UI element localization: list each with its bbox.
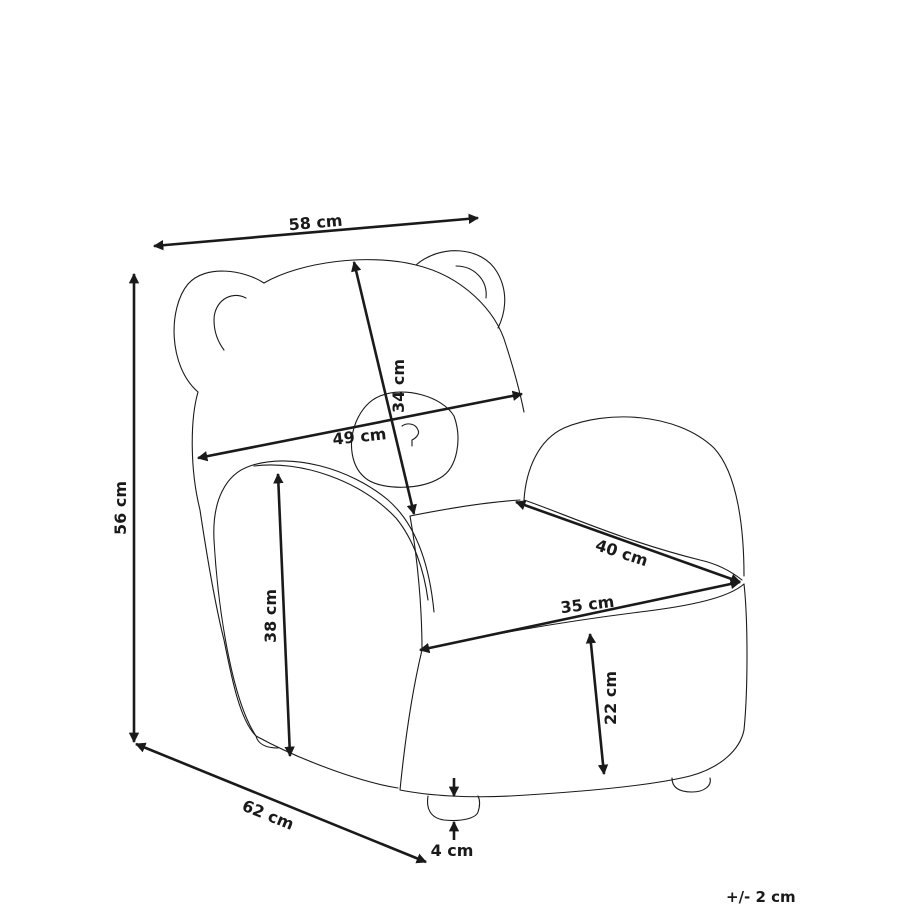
label-backrest-width: 49 cm (332, 424, 388, 449)
leg-front-right (671, 777, 711, 793)
dim-line-backrest-width (196, 390, 524, 462)
label-depth: 62 cm (239, 796, 296, 834)
label-seat-width: 35 cm (559, 592, 615, 617)
seat-back-edge (409, 499, 521, 517)
dimension-labels: 58 cm 56 cm 62 cm 34 cm 49 cm 38 cm 40 c… (111, 211, 650, 860)
front-base (399, 583, 748, 798)
dim-line-seat-depth (515, 500, 741, 584)
right-armrest-seam (523, 499, 743, 581)
tolerance-note: +/- 2 cm (726, 888, 796, 906)
left-armrest-front (255, 735, 399, 789)
label-leg-height: 4 cm (431, 841, 474, 860)
label-total-height: 56 cm (111, 481, 130, 535)
backrest-left-side (191, 391, 257, 737)
left-ear-inner (213, 294, 247, 351)
seat-left-edge (409, 515, 423, 651)
label-top-width: 58 cm (288, 211, 343, 235)
dim-line-backrest-height (351, 260, 417, 516)
leg-front-left (426, 795, 481, 822)
dimension-lines (128, 213, 742, 864)
chair-outline (173, 250, 748, 822)
dim-line-armrest-height (273, 472, 295, 758)
left-armrest (213, 460, 435, 737)
dim-line-seat-height (585, 632, 609, 776)
backrest-outline (263, 259, 525, 413)
bear-nose (401, 423, 420, 447)
dim-line-top-width (152, 213, 480, 251)
label-backrest-height: 34 cm (389, 359, 408, 413)
label-seat-height: 22 cm (601, 671, 620, 725)
label-armrest-height: 38 cm (261, 589, 280, 643)
right-ear-inner (455, 265, 487, 299)
dim-line-depth (135, 742, 427, 864)
left-ear (173, 270, 265, 393)
dim-line-seat-width (418, 578, 742, 654)
right-ear (415, 250, 506, 329)
